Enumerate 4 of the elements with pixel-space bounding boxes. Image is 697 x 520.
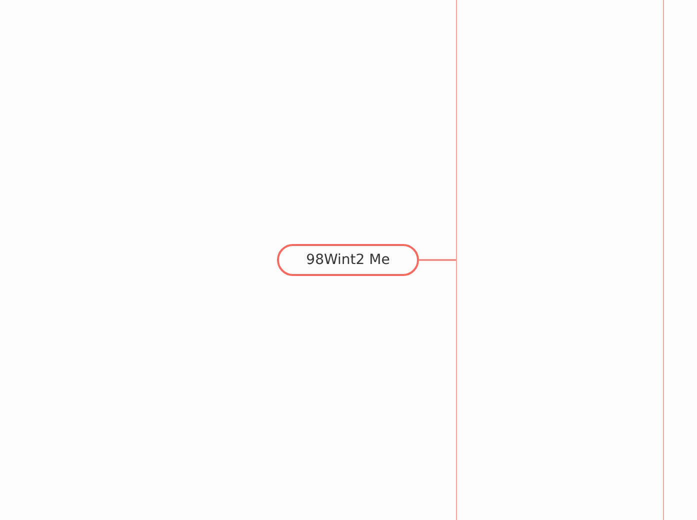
- topic-label: 98Wint2 Me: [306, 252, 390, 268]
- connector-line: [419, 259, 456, 261]
- topic-box: [277, 244, 419, 276]
- empty-box: [456, 0, 664, 520]
